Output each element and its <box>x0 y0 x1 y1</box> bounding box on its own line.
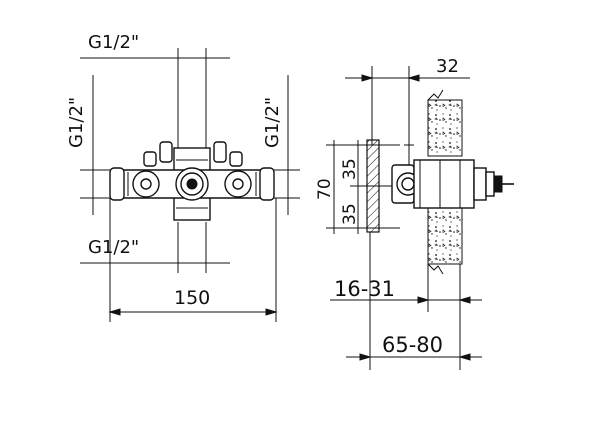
long-depth-label: 65-80 <box>382 333 443 357</box>
top-depth-dimension: 32 <box>345 56 470 145</box>
left-thread-label: G1/2" <box>66 97 87 148</box>
long-depth-dimension: 65-80 <box>346 232 482 370</box>
width-dimension: 150 <box>108 198 278 322</box>
wall-finish-hatch <box>366 139 380 233</box>
valve-side-body <box>391 144 514 209</box>
bottom-thread-dimension: G1/2" <box>80 222 230 273</box>
top-depth-label: 32 <box>436 56 459 77</box>
short-depth-label: 16-31 <box>334 277 395 301</box>
top-thread-label: G1/2" <box>88 32 139 53</box>
left-thread-dimension: G1/2" <box>66 75 120 215</box>
short-depth-dimension: 16-31 <box>330 264 482 312</box>
height-total-label: 70 <box>315 178 335 200</box>
concrete-wall <box>427 89 463 275</box>
side-view: 32 70 35 35 <box>315 56 514 370</box>
height-lower-label: 35 <box>340 203 360 225</box>
top-thread-dimension: G1/2" <box>80 32 230 150</box>
height-dimensions: 70 35 35 <box>315 140 400 234</box>
height-upper-label: 35 <box>340 158 360 180</box>
mixing-valve-body <box>109 141 275 221</box>
front-view: G1/2" G1/2" G1/2" G1/2" <box>66 32 300 322</box>
width-label: 150 <box>174 287 210 309</box>
bottom-thread-label: G1/2" <box>88 237 139 258</box>
right-thread-label: G1/2" <box>262 97 283 148</box>
